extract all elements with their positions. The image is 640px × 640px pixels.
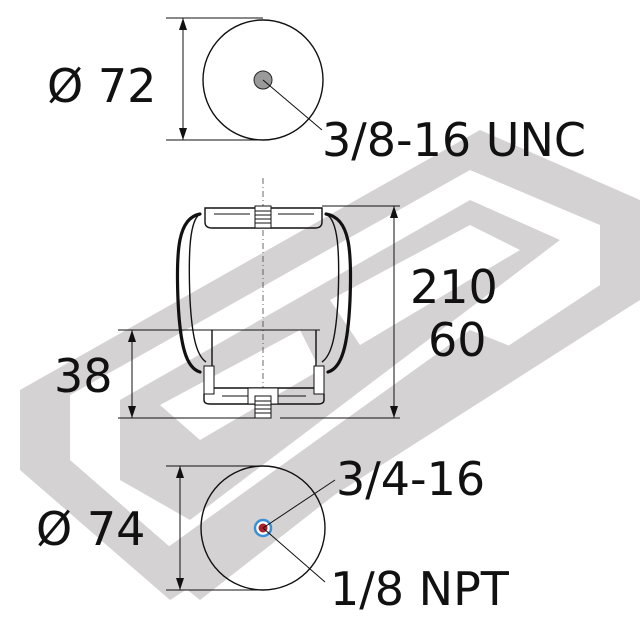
top-diameter-label: Ø 72 [47, 59, 156, 113]
bellows-right-outer [324, 212, 353, 374]
second-height-label: 60 [428, 313, 487, 367]
top-dim-arrow-down [179, 128, 187, 140]
top-view: Ø 72 3/8-16 UNC [47, 17, 586, 167]
port-label: 1/8 NPT [330, 562, 510, 616]
bottom-view: Ø 74 3/4-16 1/8 NPT [36, 452, 510, 616]
top-dim-arrow-up [179, 18, 187, 30]
side-view: 210 60 38 [54, 178, 498, 420]
bellows-right-inner [321, 213, 340, 363]
top-thread-label: 3/8-16 UNC [322, 113, 586, 167]
top-thread-leader [262, 79, 323, 131]
bottom-thread-insert [254, 395, 272, 419]
piston-rim-left [203, 365, 215, 395]
piston-rim-right [313, 365, 325, 395]
bottom-thread-leader [262, 479, 336, 529]
top-thread-insert [254, 205, 272, 229]
bellows-left-inner [188, 213, 207, 363]
bellows-left-outer [175, 212, 202, 374]
height-label: 210 [410, 260, 498, 314]
piston-height-label: 38 [54, 349, 113, 403]
bottom-diameter-label: Ø 74 [36, 502, 145, 556]
top-plate [204, 207, 323, 229]
port-leader [262, 527, 326, 583]
bottom-thread-label: 3/4-16 [336, 452, 485, 506]
